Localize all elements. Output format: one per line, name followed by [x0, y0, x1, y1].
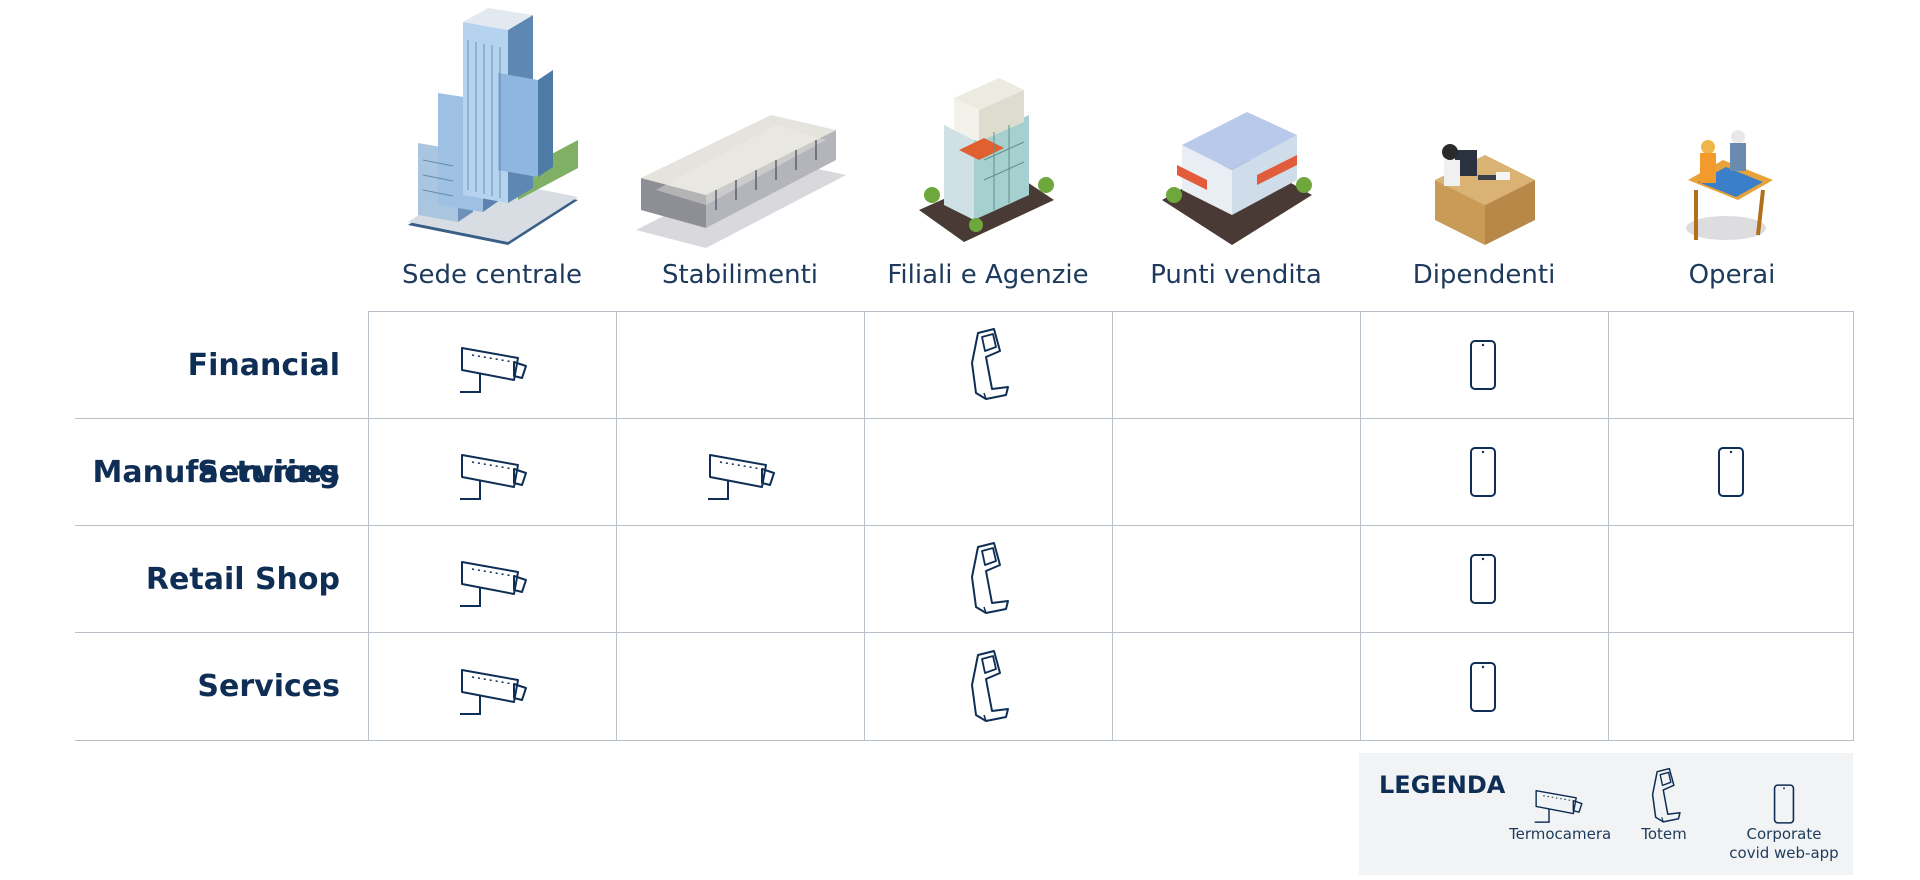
grid-row-divider	[75, 418, 1854, 419]
phone-icon	[1470, 447, 1496, 497]
store-illustration	[1162, 112, 1312, 245]
grid-column-divider	[1608, 311, 1609, 740]
legend-label: Corporate covid web-app	[1729, 825, 1839, 862]
column-label: Punti vendita	[1150, 260, 1322, 290]
column-header-sede-centrale: Sede centrale	[368, 0, 616, 310]
row-label-manufacturing: Manufacturing	[92, 455, 341, 490]
column-label: Operai	[1688, 260, 1776, 290]
termocamera-icon	[1533, 790, 1583, 823]
column-label: Sede centrale	[401, 260, 583, 290]
row-label-retail-shop: Retail Shop	[145, 562, 340, 597]
grid-row-divider	[75, 525, 1854, 526]
phone-icon	[1470, 554, 1496, 604]
totem-icon	[971, 650, 1009, 722]
column-header-filiali: Filiali e Agenzie	[864, 0, 1112, 310]
termocamera-icon	[459, 347, 527, 393]
legend-label: Totem	[1641, 825, 1687, 843]
legend-item-totem: Totem	[1634, 767, 1694, 844]
row-label-financial-services: Financial Services	[187, 348, 340, 490]
column-label: Filiali e Agenzie	[887, 260, 1089, 290]
column-label: Stabilimenti	[661, 260, 819, 290]
phone-icon	[1470, 662, 1496, 712]
column-header-operai: Operai	[1608, 0, 1856, 310]
grid-column-divider	[1360, 311, 1361, 740]
phone-icon	[1718, 447, 1744, 497]
column-header-stabilimenti: Stabilimenti	[616, 0, 864, 310]
grid-bottom-border	[75, 740, 1854, 741]
grid-row-divider	[75, 632, 1854, 633]
totem-icon	[971, 328, 1009, 400]
workers-illustration	[1686, 130, 1773, 240]
legend-item-termocamera: Termocamera	[1509, 785, 1612, 844]
legend-title: LEGENDA	[1379, 771, 1506, 799]
phone-icon	[1773, 784, 1795, 824]
grid-column-divider	[368, 311, 369, 740]
termocamera-icon	[459, 561, 527, 607]
legend-label: Termocamera	[1509, 825, 1612, 843]
legend: LEGENDA Termocamera Totem Corporate covi…	[1359, 753, 1853, 875]
grid-column-divider	[1112, 311, 1113, 740]
totem-icon	[1651, 767, 1681, 823]
column-header-punti-vendita: Punti vendita	[1112, 0, 1360, 310]
termocamera-icon	[459, 669, 527, 715]
phone-icon	[1470, 340, 1496, 390]
office-worker-illustration	[1435, 144, 1535, 245]
warehouse-illustration	[636, 115, 846, 248]
grid-column-divider	[1853, 311, 1854, 740]
grid-column-divider	[864, 311, 865, 740]
legend-item-corporate-web-app: Corporate covid web-app	[1729, 783, 1839, 863]
termocamera-icon	[707, 454, 775, 500]
column-header-dipendenti: Dipendenti	[1360, 0, 1608, 310]
grid-top-border	[369, 311, 1854, 312]
office-tower-illustration	[408, 8, 578, 245]
grid-column-divider	[616, 311, 617, 740]
totem-icon	[971, 542, 1009, 614]
branch-building-illustration	[919, 78, 1054, 242]
termocamera-icon	[459, 454, 527, 500]
column-label: Dipendenti	[1412, 260, 1556, 290]
row-label-services: Services	[197, 669, 340, 704]
